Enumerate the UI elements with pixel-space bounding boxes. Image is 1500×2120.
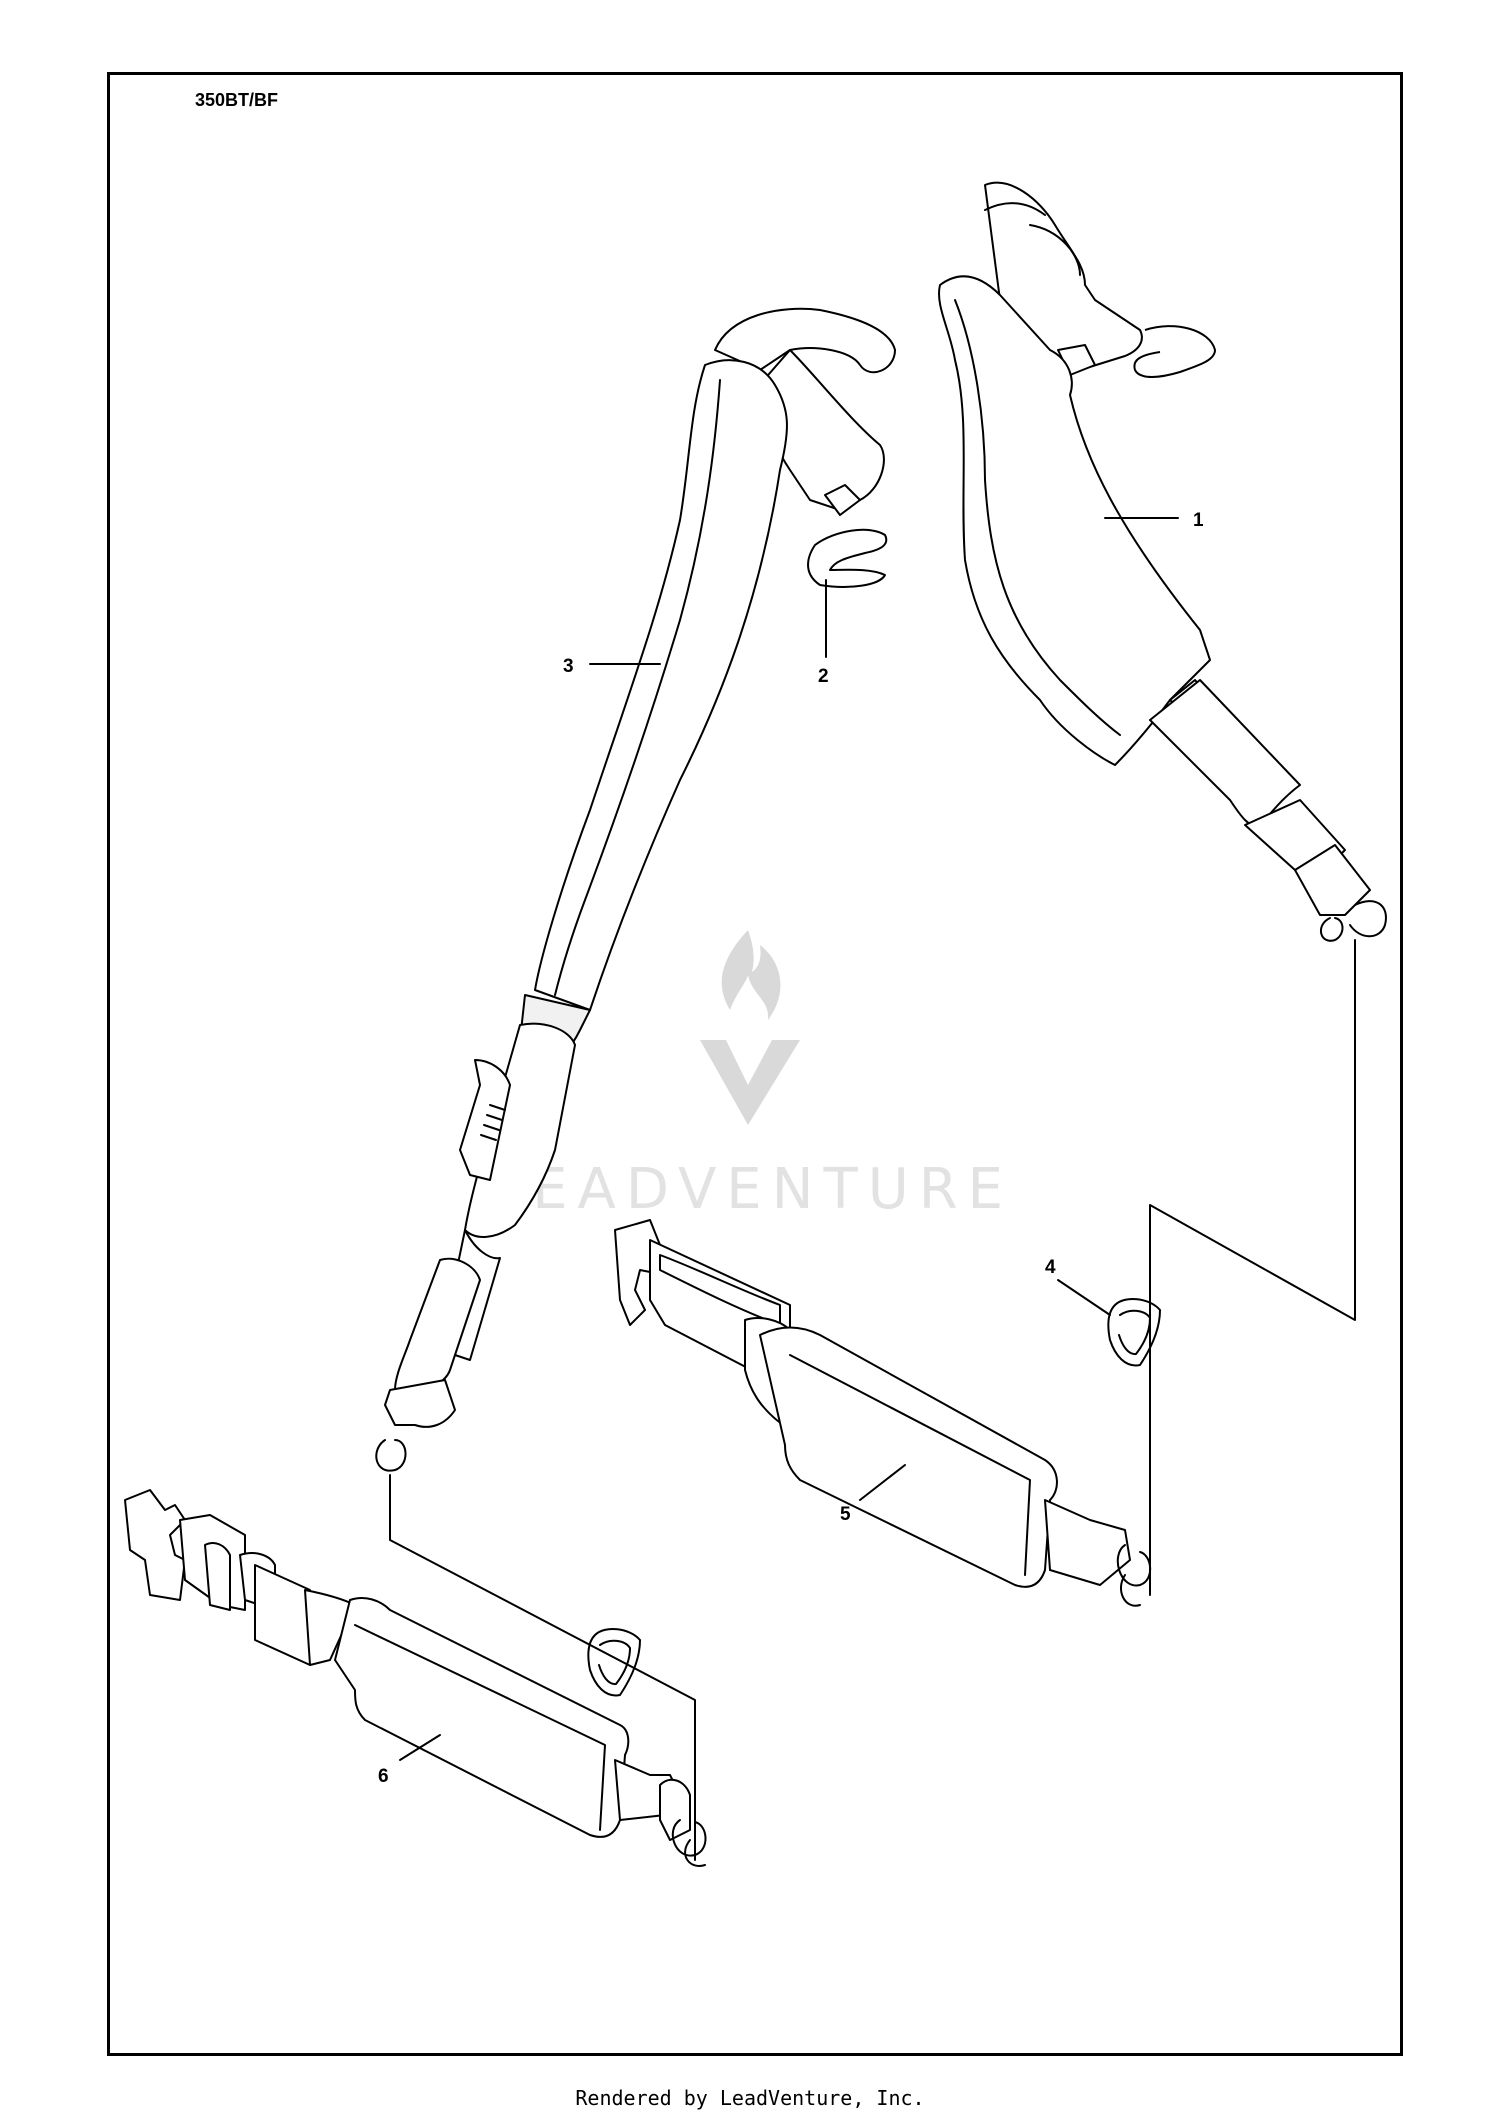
- part-5-waist-belt: [614, 1219, 1152, 1607]
- part-2-clip: [807, 528, 888, 588]
- callout-6: 6: [378, 1766, 389, 1787]
- callout-leaders: [399, 517, 1179, 1761]
- callouts: 1 2 3 4 5 6: [378, 510, 1204, 1787]
- connection-lines: [389, 939, 1356, 1861]
- connection-line: [1149, 939, 1356, 1596]
- callout-1: 1: [1193, 510, 1204, 531]
- watermark-v-icon: [700, 1040, 800, 1125]
- part-1-right-shoulder-strap: [938, 181, 1387, 942]
- callout-2: 2: [818, 666, 829, 687]
- connection-line: [389, 1474, 696, 1861]
- model-label: 350BT/BF: [195, 90, 279, 110]
- part-6-waist-belt-buckle: [124, 1489, 707, 1867]
- callout-4: 4: [1045, 1257, 1056, 1278]
- part-3-left-shoulder-strap: [375, 307, 896, 1472]
- callout-leader-6: [399, 1734, 441, 1761]
- callout-leader-4: [1057, 1279, 1111, 1316]
- part-4-d-ring: [1107, 1298, 1161, 1367]
- watermark-text: LEADVENTURE: [491, 1157, 1013, 1222]
- callout-3: 3: [563, 656, 574, 677]
- watermark: LEADVENTURE: [491, 930, 1013, 1222]
- callout-5: 5: [840, 1504, 851, 1525]
- watermark-flame-icon: [721, 930, 781, 1020]
- diagram-frame: [107, 72, 1403, 2056]
- callout-leader-5: [859, 1464, 906, 1501]
- footer-credit: Rendered by LeadVenture, Inc.: [575, 2086, 925, 2110]
